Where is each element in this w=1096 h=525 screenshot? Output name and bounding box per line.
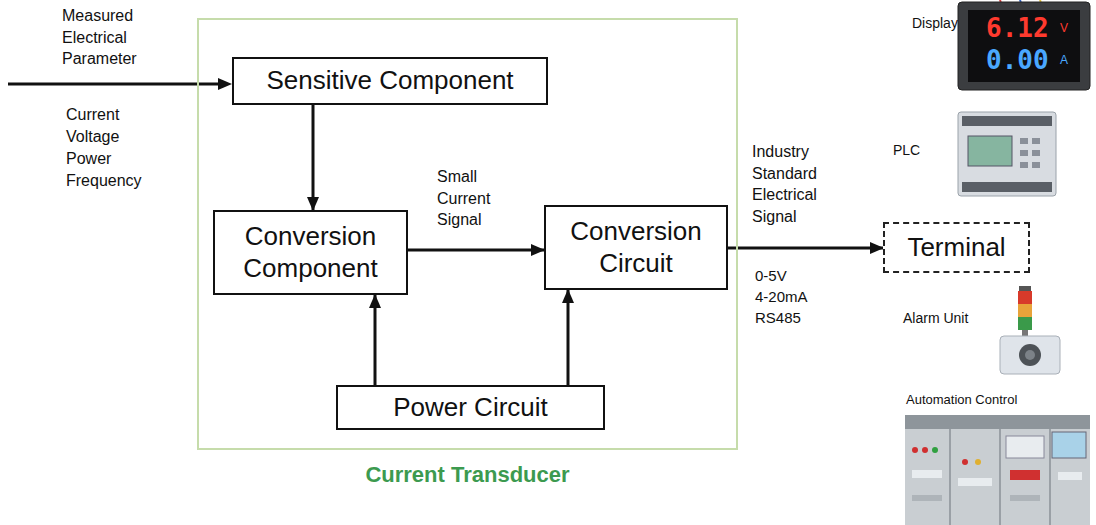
parameter-item: Power [66, 148, 111, 170]
connector-arrow [567, 290, 570, 385]
input-label: Measured Electrical Parameter [62, 5, 166, 70]
process-box: Sensitive Component [232, 57, 548, 105]
signal-type: 4-20mA [755, 287, 808, 307]
connector-arrow [374, 295, 377, 385]
parameter-item: Current [66, 104, 119, 126]
box-text: Sensitive Component [266, 65, 513, 97]
box-text: Conversion Component [225, 221, 396, 284]
box-text: Power Circuit [393, 392, 548, 424]
process-box: Power Circuit [336, 385, 605, 430]
input-arrow [8, 83, 220, 86]
signal-label: Small Current Signal [437, 166, 509, 231]
signal-type: 0-5V [755, 266, 787, 286]
plc-unit [958, 112, 1056, 196]
parameter-item: Frequency [66, 170, 142, 192]
connector-arrow [408, 249, 544, 252]
display-meter [958, 0, 1090, 90]
box-text: Terminal [907, 232, 1005, 264]
parameter-item: Voltage [66, 126, 119, 148]
input-arrow-head [218, 78, 232, 90]
box-text: Conversion Circuit [556, 216, 716, 279]
process-box: Conversion Component [213, 210, 408, 295]
device-label: Display [912, 14, 958, 33]
meter-unit: A [1060, 52, 1068, 68]
control-panel [905, 415, 1090, 525]
process-box: Conversion Circuit [544, 205, 728, 290]
meter-reading: 6.12 [986, 14, 1049, 43]
housing-title: Current Transducer [199, 462, 736, 488]
transducer-housing: Current TransducerSensitive ComponentCon… [197, 18, 738, 450]
connector-arrow [312, 105, 315, 210]
signal-type: RS485 [755, 308, 801, 328]
terminal-box: Terminal [883, 222, 1030, 273]
meter-reading: 0.00 [986, 46, 1049, 75]
device-label: Alarm Unit [903, 309, 968, 328]
signal-label: Industry Standard Electrical Signal [752, 141, 844, 227]
device-label: PLC [893, 141, 920, 160]
device-label: Automation Control [906, 391, 1017, 409]
meter-unit: V [1060, 20, 1068, 36]
connector-arrow [728, 247, 883, 250]
alarm-unit [1000, 286, 1060, 374]
